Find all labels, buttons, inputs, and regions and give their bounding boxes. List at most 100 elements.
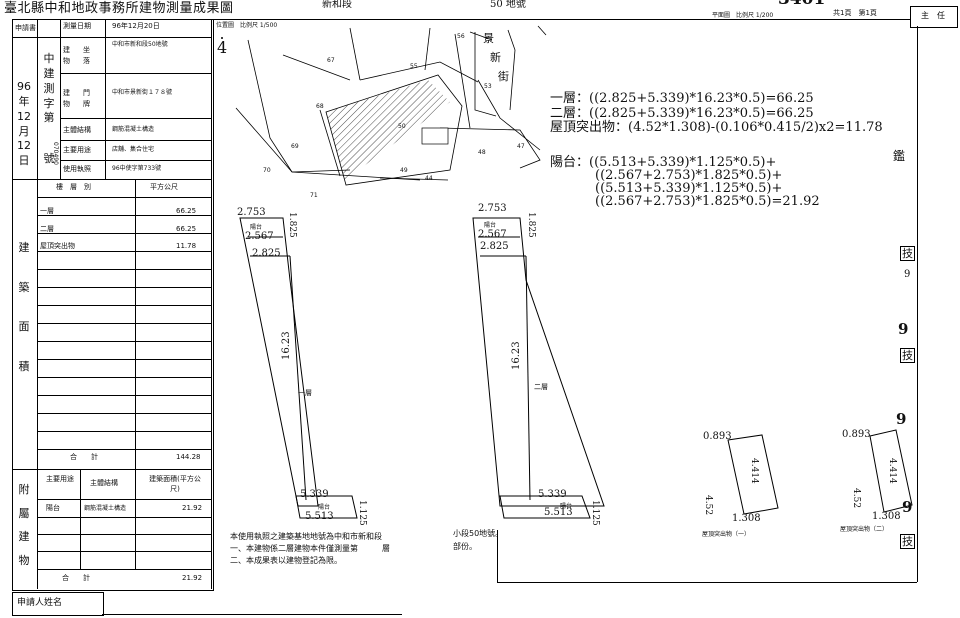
plan2-floor: 二層: [534, 383, 548, 391]
roof1-bottom: 1.308: [732, 513, 761, 524]
plan1-floor: 一層: [298, 389, 312, 397]
aux-area-header: 建築面積(平方公尺): [149, 475, 201, 493]
usage-label: 主要用途: [63, 146, 91, 154]
parcel-number: 71: [310, 192, 318, 199]
info-table: [12, 19, 214, 591]
survey-date: 96年12月20日: [112, 22, 160, 30]
roof1-top: 0.893: [703, 431, 732, 442]
usage-value: 店舖、集合住宅: [112, 146, 155, 153]
plan2-balcony: 陽台: [484, 222, 497, 229]
note-right-1: 小段50地號。: [453, 529, 504, 538]
plan1-balcony-bottom: 陽台: [318, 504, 331, 511]
plan1-balcony: 陽台: [250, 224, 263, 231]
plan1-side: 1.825: [287, 212, 297, 238]
margin-fragment: 9: [898, 320, 909, 338]
page-count: 共1頁 第1頁: [833, 9, 877, 17]
calc-balcony-1: 陽台：((5.513+5.339)*1.125*0.5)+: [550, 155, 777, 170]
location-map-label: 位置圖 比例尺 1/500: [216, 22, 278, 29]
margin-fragment: 9: [902, 498, 913, 516]
door-label: 建 門 物 牌: [63, 89, 103, 109]
margin-fragment: 9: [904, 269, 911, 280]
floor-name: 二層: [40, 225, 54, 233]
parcel-number: 67: [327, 57, 335, 64]
note-line-1: 本使用執照之建築基地地號為中和市新和段: [230, 532, 382, 541]
parcel-number: 44: [425, 175, 433, 182]
plan2-top-c: 2.825: [480, 241, 509, 252]
parcel-number: 70: [263, 167, 271, 174]
aux-area: 21.92: [182, 504, 203, 512]
parcel-number: 49: [400, 167, 408, 174]
license-label: 使用執照: [63, 165, 91, 173]
aux-use-header: 主要用途: [46, 475, 74, 483]
roof2-left: 4.52: [851, 488, 861, 509]
plan2-height: 16.23: [511, 341, 522, 370]
document-title: 臺北縣中和地政事務所建物測量成果圖: [4, 1, 234, 16]
street-label-1: 景: [483, 32, 494, 45]
calc-balcony-3: ((5.513+5.339)*1.125*0.5)+: [595, 181, 783, 196]
margin-fragment: 技: [900, 246, 915, 261]
parcel-number: 69: [291, 143, 299, 150]
street-label-3: 街: [498, 70, 509, 83]
area-column-header: 平方公尺: [150, 183, 178, 191]
applicant-name-box: 申請人姓名: [12, 592, 104, 616]
aux-struct-header: 主體結構: [90, 479, 118, 487]
plan2-bottom-b: 5.513: [544, 507, 573, 518]
plan2-bottom-a: 5.339: [538, 489, 567, 500]
structure-value: 鋼筋混凝土構造: [112, 126, 155, 133]
plan1-bottom-a: 5.339: [300, 489, 329, 500]
calc-roof: 屋頂突出物：(4.52*1.308)-(0.106*0.415/2)x2=11.…: [550, 120, 883, 135]
floor-area: 66.25: [176, 225, 197, 233]
applicant-name-label: 申請人姓名: [17, 598, 63, 608]
plan1-top-c: 2.825: [252, 248, 281, 259]
aux-total-label: 合 計: [62, 574, 90, 582]
margin-fragment: 鑑: [893, 149, 906, 163]
roof2-bottom: 1.308: [872, 511, 901, 522]
location-value: 中和市新和段50地號: [112, 41, 168, 48]
plan-scale-note: 平面圖 比例尺 1/200: [712, 12, 774, 19]
aux-use: 陽台: [46, 504, 60, 512]
plan2-balcony-bottom: 陽台: [560, 503, 573, 510]
parcel-number: 50: [398, 123, 406, 130]
calc-balcony-4: ((2.567+2.753)*1.825*0.5)=21.92: [595, 194, 820, 209]
parcel-number: 68: [316, 103, 324, 110]
roof2-caption: 屋頂突出物（二）: [840, 526, 889, 533]
area-total-label: 合 計: [70, 453, 98, 461]
plan1-bottom-b: 5.513: [305, 511, 334, 522]
plan1-height: 16.23: [281, 331, 292, 360]
calc-balcony-2: ((2.567+2.753)*1.825*0.5)+: [595, 168, 783, 183]
applicant-label: 申請書: [15, 24, 36, 32]
floor-area: 66.25: [176, 207, 197, 215]
plan1-top-a: 2.753: [237, 207, 266, 218]
roof1-caption: 屋頂突出物（一）: [702, 531, 751, 538]
aux-struct: 鋼筋混凝土構造: [84, 505, 127, 512]
plan2-bottom-side: 1.125: [590, 500, 600, 526]
street-label-2: 新: [490, 51, 501, 64]
plan2-side: 1.825: [526, 212, 536, 238]
floor-area: 11.78: [176, 242, 197, 250]
roof1-left: 4.52: [703, 495, 713, 516]
plan1-bottom-side: 1.125: [357, 500, 367, 526]
parcel-number: 53: [484, 83, 492, 90]
structure-label: 主體結構: [63, 126, 91, 134]
parcel-number: 55: [410, 63, 418, 70]
parcel-number: 56: [457, 33, 465, 40]
doc-id-column: 中 建 測 字 第 號: [43, 52, 55, 166]
roof2-top: 0.893: [842, 429, 871, 440]
area-total: 144.28: [176, 453, 201, 461]
stamp-label: 主 任: [921, 11, 945, 20]
section-name: 新和段: [322, 0, 352, 10]
north-arrow-icon: 4: [217, 38, 228, 57]
north-dot-icon: [221, 37, 223, 39]
note-line-3: 二、本成果表以建物登記為限。: [230, 556, 342, 565]
note-right-2: 部份。: [453, 542, 477, 551]
doc-date-column: 96 年 12 月 12 日: [17, 80, 31, 168]
license-value: 96中使字第733號: [112, 165, 162, 172]
location-label: 建 坐 物 落: [63, 46, 103, 66]
survey-date-label: 測量日期: [63, 22, 91, 30]
floor-column-header: 樓 層 別: [56, 183, 91, 191]
plan2-top-a: 2.753: [478, 203, 507, 214]
parcel-number: 48: [478, 149, 486, 156]
parcel-number: 47: [517, 143, 525, 150]
